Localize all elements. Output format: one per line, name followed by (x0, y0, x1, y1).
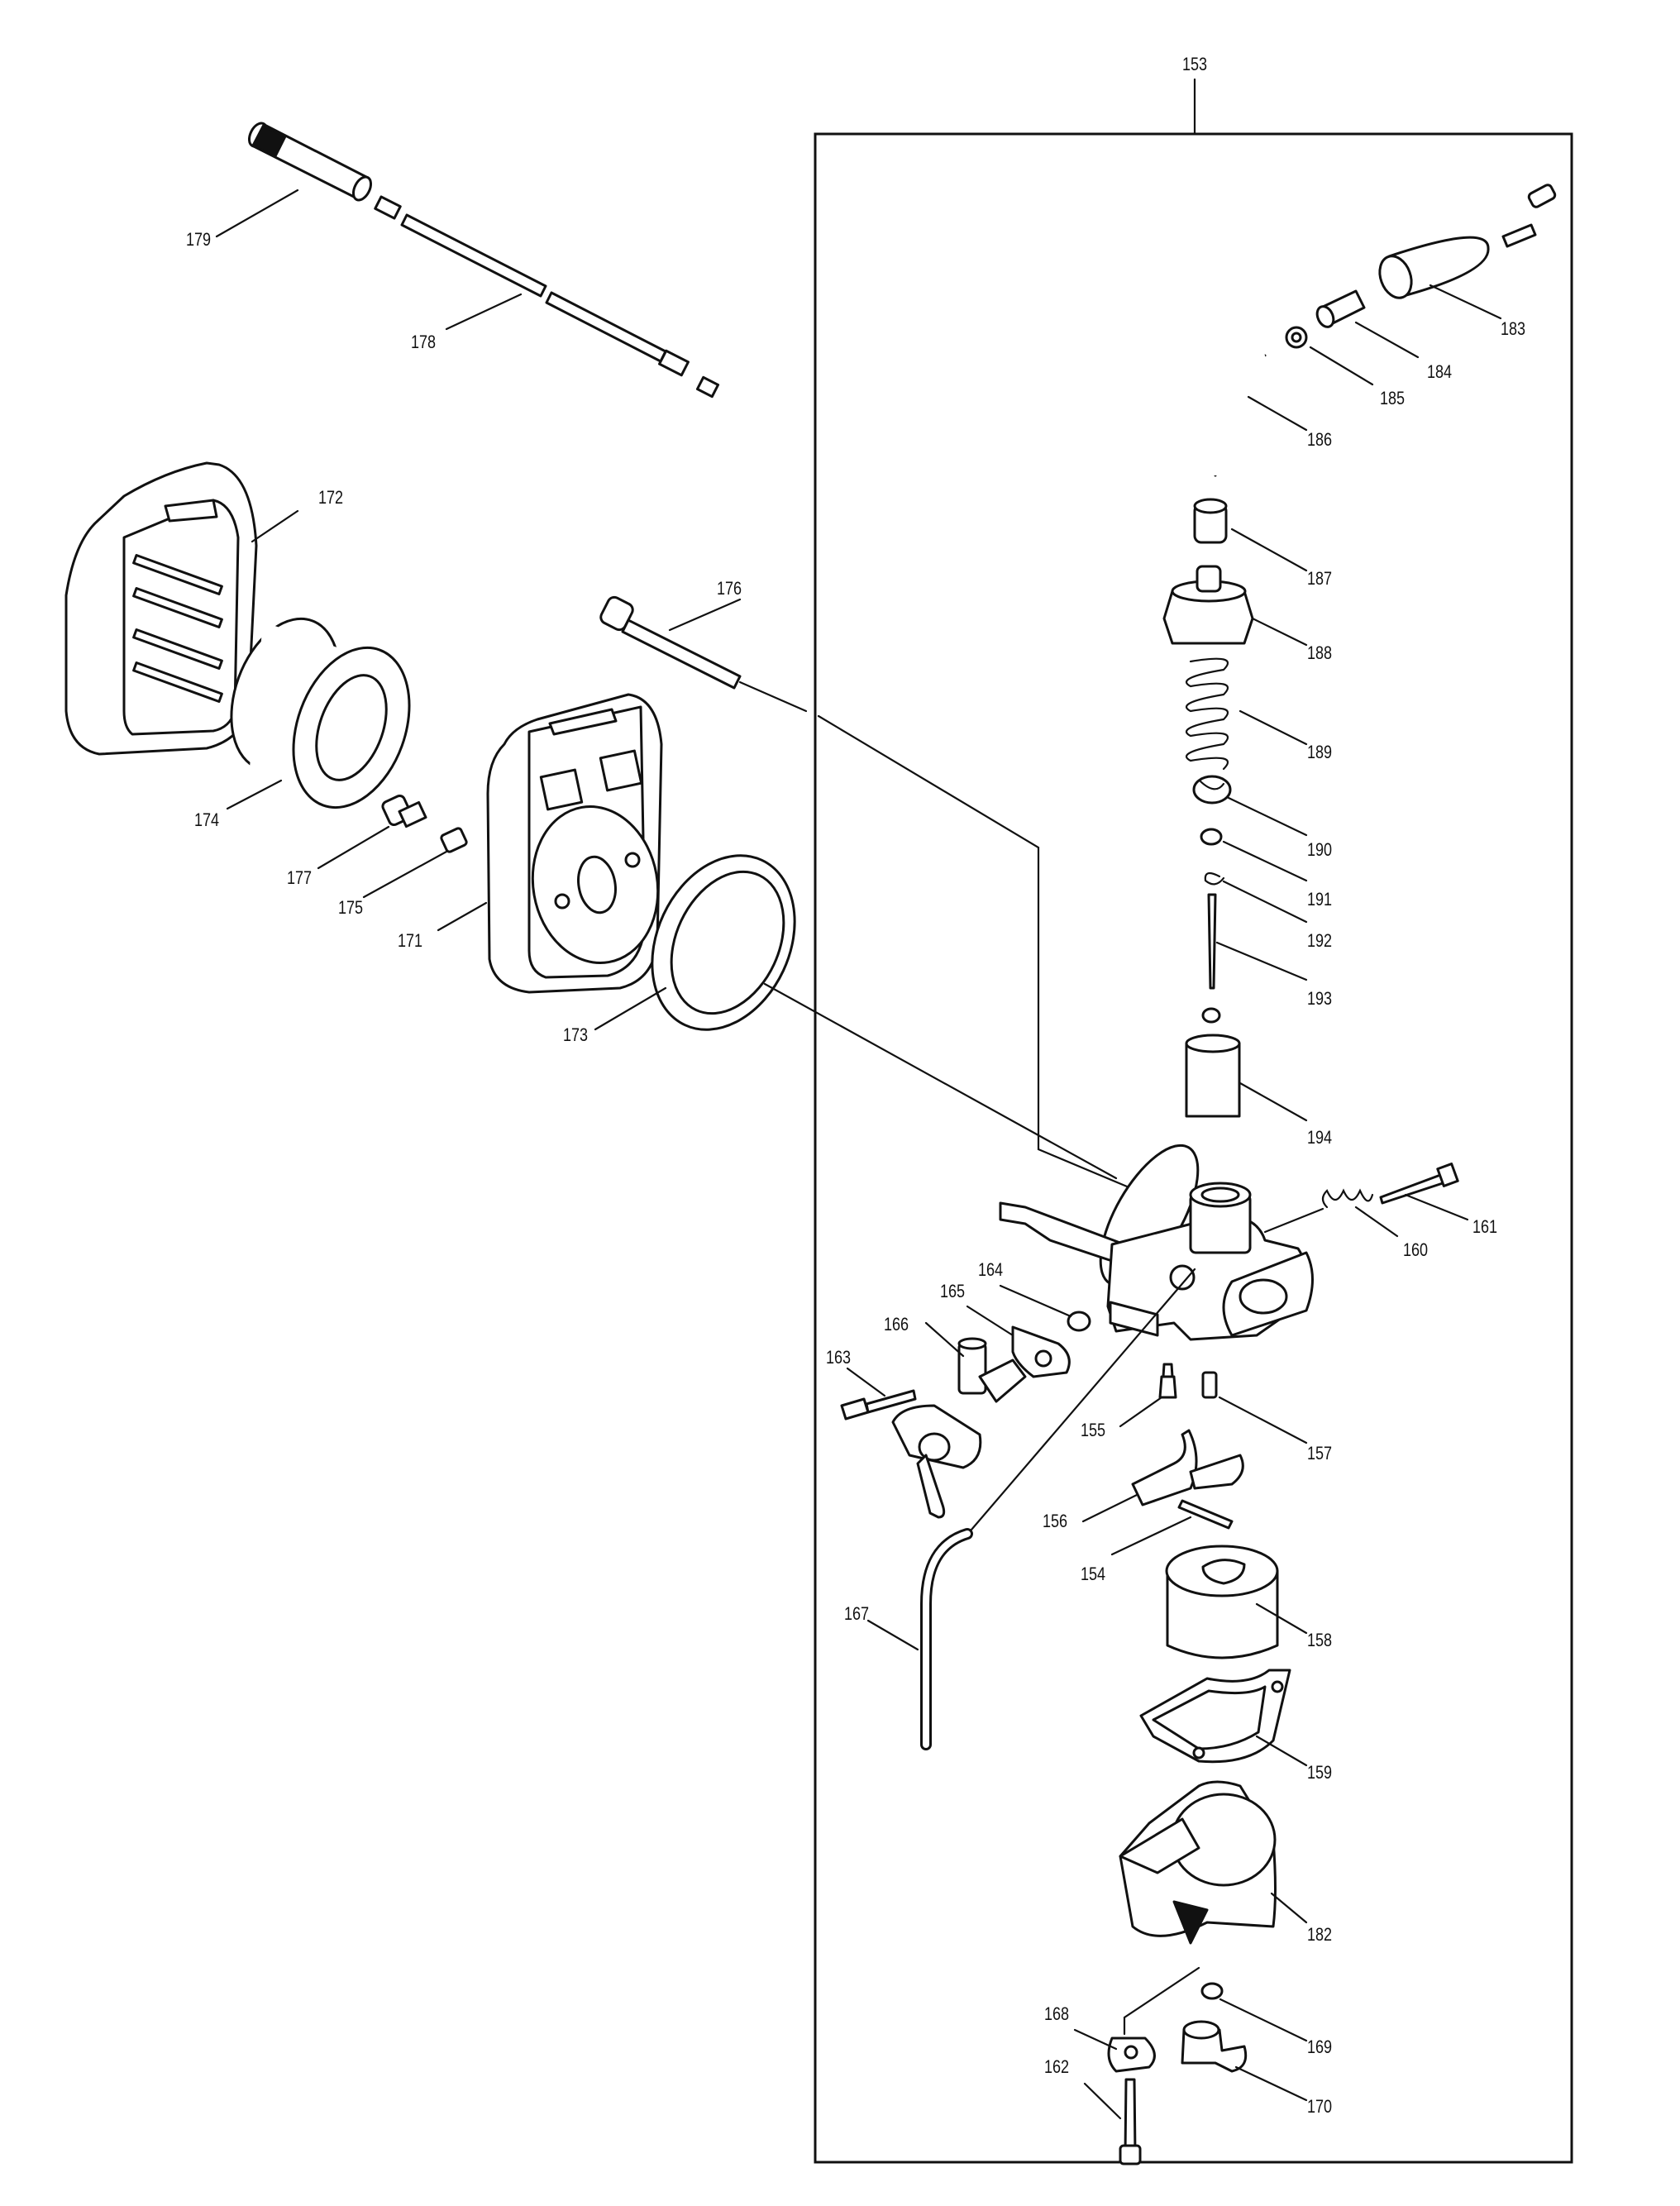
callout-182: 182 (1306, 1924, 1333, 1945)
part-175-bushing (362, 827, 468, 899)
part-163-screw (840, 1367, 917, 1421)
part-188-mixing-chamber-cap (1162, 565, 1308, 647)
leader-173 (763, 982, 1118, 1180)
part-169-o-ring (1200, 1982, 1308, 2042)
callout-188: 188 (1306, 642, 1333, 663)
part-160-spring (1321, 1188, 1399, 1238)
callout-192: 192 (1306, 930, 1333, 951)
callout-165: 165 (939, 1281, 966, 1301)
part-153-carburetor-body (999, 1144, 1324, 1341)
part-178-throttle-cable (374, 195, 720, 399)
part-187-cap (1193, 498, 1308, 572)
callout-183: 183 (1500, 318, 1526, 339)
callout-185: 185 (1379, 388, 1406, 408)
callout-166: 166 (883, 1314, 909, 1335)
part-179-grip-sleeve (215, 122, 373, 238)
part-156-float-arm (1081, 1429, 1244, 1523)
callout-156: 156 (1042, 1511, 1068, 1531)
part-184-adjuster-nut (1315, 289, 1420, 359)
part-174-filter-element (226, 617, 411, 814)
callout-176: 176 (716, 578, 742, 599)
part-185-lock-nut (1285, 326, 1374, 386)
callout-175: 175 (337, 897, 364, 918)
part-182-float-bowl (1119, 1780, 1308, 1945)
callout-157: 157 (1306, 1443, 1333, 1464)
part-162-screw (1083, 2078, 1142, 2165)
part-190-needle-clip-holder (1192, 775, 1308, 837)
callout-191: 191 (1306, 889, 1333, 910)
part-193-jet-needle (1207, 893, 1308, 990)
callout-154: 154 (1080, 1564, 1106, 1584)
callout-172: 172 (317, 487, 344, 508)
part-170-drain-screw (1181, 2020, 1308, 2102)
callout-173: 173 (562, 1024, 589, 1045)
callout-155: 155 (1080, 1420, 1106, 1440)
part-167-fuel-tube (866, 1268, 1196, 1750)
callout-164: 164 (977, 1259, 1004, 1280)
part-189-spring (1185, 657, 1308, 771)
callout-168: 168 (1043, 2003, 1070, 2024)
callout-161: 161 (1472, 1216, 1498, 1237)
part-165-gasket-plate (966, 1305, 1071, 1378)
part-186-cable-guide (1209, 349, 1308, 477)
part-158-float (1165, 1545, 1308, 1659)
callout-177: 177 (286, 867, 313, 888)
callout-158: 158 (1306, 1630, 1333, 1650)
part-171-air-cleaner-base (437, 693, 663, 994)
part-168-drain-plate (1073, 1966, 1200, 2073)
callout-193: 193 (1306, 988, 1333, 1009)
callout-174: 174 (193, 809, 220, 830)
callout-162: 162 (1043, 2056, 1070, 2077)
callout-178: 178 (410, 332, 437, 352)
part-172-air-cleaner-cover (64, 461, 299, 756)
callout-160: 160 (1402, 1239, 1429, 1260)
callout-169: 169 (1306, 2036, 1333, 2057)
callout-186: 186 (1306, 429, 1333, 450)
callout-187: 187 (1306, 568, 1333, 589)
callout-163: 163 (825, 1347, 852, 1368)
callout-171: 171 (397, 930, 423, 951)
part-164-plug (999, 1284, 1091, 1332)
part-192-e-clip (1204, 871, 1308, 924)
part-155-needle-valve (1119, 1363, 1177, 1428)
part-154-float-pin (1110, 1499, 1234, 1556)
part-166-fuel-pump (891, 1321, 1027, 1519)
callout-153: 153 (1181, 54, 1208, 74)
part-159-float-bowl-gasket (1139, 1669, 1308, 1767)
callout-170: 170 (1306, 2096, 1333, 2117)
callout-189: 189 (1306, 742, 1333, 762)
part-157-main-jet (1201, 1371, 1308, 1444)
part-176-long-bolt (599, 595, 742, 690)
part-173-gasket (594, 854, 796, 1031)
callout-179: 179 (185, 229, 212, 250)
assembly-frame-153 (814, 78, 1573, 2164)
leader-176 (738, 680, 808, 713)
callout-159: 159 (1306, 1762, 1333, 1783)
callout-190: 190 (1306, 839, 1333, 860)
callout-194: 194 (1306, 1127, 1333, 1148)
callout-184: 184 (1426, 361, 1453, 382)
part-194-throttle-valve (1185, 1007, 1308, 1122)
leader-frame-176 (817, 714, 1138, 1192)
part-177-breather-fitting (317, 794, 427, 870)
part-183-cable-boot (1378, 184, 1557, 320)
part-161-adjust-screw (1379, 1163, 1469, 1221)
callout-167: 167 (843, 1603, 870, 1624)
part-191-washer (1200, 828, 1308, 882)
